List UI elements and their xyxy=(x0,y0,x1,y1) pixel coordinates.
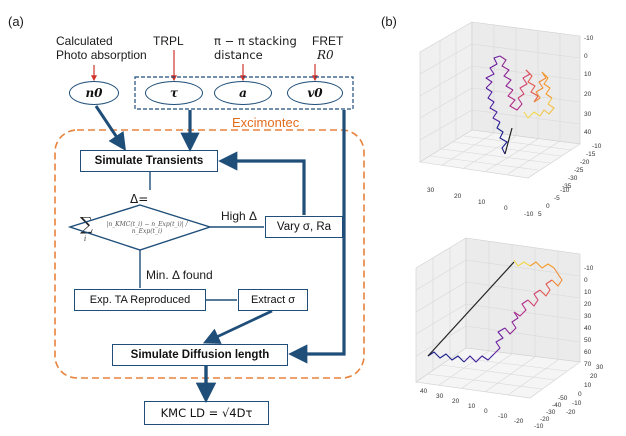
top-tick-r4: 30 xyxy=(584,111,592,118)
bottom-left-ticks: 40 30 20 10 0 -10 -20 xyxy=(420,388,524,425)
top-tick-d4: -15 xyxy=(586,151,596,158)
top-3d-plot: -10 0 10 20 30 40 -35 -30 -25 -20 -15 -1… xyxy=(419,21,602,218)
bottom-tick-d4: 20 xyxy=(590,373,598,380)
bottom-tick-l3: 10 xyxy=(468,403,476,410)
top-tick-d3: -20 xyxy=(580,159,590,166)
excimontec-label: Excimontec xyxy=(232,115,300,130)
top-trajectory xyxy=(485,55,555,155)
top-tick-f1: 0 xyxy=(546,203,550,210)
bottom-left-pane xyxy=(415,237,467,383)
top-left-pane xyxy=(419,21,473,163)
bottom-depth-ticks: -20 -10 0 10 20 30 xyxy=(566,364,604,416)
bottom-tick-l1: 30 xyxy=(436,393,444,400)
extract-sigma-box: Extract σ xyxy=(238,289,308,311)
photo-absorption-label: Calculated Photo absorption xyxy=(56,34,147,62)
top-tick-r5: 40 xyxy=(584,129,592,136)
panel-a-label: (a) xyxy=(8,14,24,29)
top-floor-pane xyxy=(419,129,581,179)
top-tick-d1: -30 xyxy=(568,175,578,182)
kmc-result-text: KMC LD = √4Dτ xyxy=(160,406,253,420)
fret-label: FRET xyxy=(312,34,344,48)
stacking-distance-label: π − π stacking distance xyxy=(214,34,297,62)
bottom-tick-f4: -50 xyxy=(558,395,568,402)
bottom-tick-f0: -10 xyxy=(534,423,544,430)
bottom-front-ticks: -10 -20 -30 -40 -50 xyxy=(534,395,568,430)
top-tick-f0: 5 xyxy=(538,211,542,218)
bottom-grid xyxy=(415,241,581,396)
bottom-tick-d5: 30 xyxy=(596,364,604,371)
delta-equals: Δ= xyxy=(130,192,149,206)
oval-tau: τ xyxy=(145,81,203,105)
arrow-extract-to-diffusion xyxy=(202,309,273,344)
top-tick-l0: 30 xyxy=(427,187,435,194)
bottom-tick-d3: 10 xyxy=(584,382,592,389)
bottom-tick-d1: -10 xyxy=(572,400,582,407)
top-tick-l3: 0 xyxy=(504,205,508,212)
top-tick-r3: 20 xyxy=(584,91,592,98)
bottom-tick-f2: -30 xyxy=(546,409,556,416)
bottom-tick-d0: -20 xyxy=(566,409,576,416)
oval-v0: v0 xyxy=(287,81,343,105)
bottom-tick-f3: -40 xyxy=(552,402,562,409)
sum-index: i xyxy=(84,235,87,243)
trpl-label: TRPL xyxy=(153,34,184,48)
exp-ta-box: Exp. TA Reproduced xyxy=(74,289,206,311)
bottom-tick-l6: -20 xyxy=(514,418,524,425)
top-tick-d5: -10 xyxy=(592,143,602,150)
arrow-n0-to-transients xyxy=(94,105,126,151)
bottom-tick-f1: -20 xyxy=(540,416,550,423)
bottom-tick-r2: 10 xyxy=(584,289,592,296)
top-tick-r1: 0 xyxy=(584,53,588,60)
top-tick-l2: 10 xyxy=(478,199,486,206)
oval-n0: n0 xyxy=(69,81,119,105)
top-left-ticks: 30 20 10 0 -10 xyxy=(427,187,534,218)
bottom-3d-plot: -10 0 10 20 30 40 50 60 70 -20 -10 0 10 … xyxy=(415,237,604,430)
bottom-tick-r5: 40 xyxy=(584,325,592,332)
top-depth-ticks: -35 -30 -25 -20 -15 -10 xyxy=(562,143,602,190)
top-front-ticks: 5 0 -5 -10 xyxy=(538,187,570,218)
bottom-trajectory xyxy=(427,259,563,363)
top-tick-f3: -10 xyxy=(560,187,570,194)
simulate-transients-box: Simulate Transients xyxy=(80,150,218,172)
bottom-tick-l5: -10 xyxy=(498,413,508,420)
bottom-tick-r6: 50 xyxy=(584,337,592,344)
bottom-tick-l2: 20 xyxy=(452,398,460,405)
panel-b-label: (b) xyxy=(381,14,397,29)
top-back-pane xyxy=(471,21,581,145)
kmc-result-box: KMC LD = √4Dτ xyxy=(144,401,269,425)
top-tick-d0: -35 xyxy=(562,183,572,190)
bottom-tick-l0: 40 xyxy=(420,388,428,395)
bottom-back-pane xyxy=(465,237,581,363)
bottom-tick-r4: 30 xyxy=(584,313,592,320)
top-tick-r0: -10 xyxy=(584,35,594,42)
bottom-tick-r8: 70 xyxy=(584,361,592,368)
sum-symbol: ∑ xyxy=(80,214,93,235)
vary-sigma-box: Vary σ, Ra xyxy=(265,216,343,238)
bottom-tick-r0: -10 xyxy=(584,265,594,272)
fret-r0-label: R0 xyxy=(317,48,334,62)
bottom-right-ticks: -10 0 10 20 30 40 50 60 70 xyxy=(584,265,594,368)
oval-a: a xyxy=(214,81,272,105)
bottom-tick-r7: 60 xyxy=(584,349,592,356)
top-grid xyxy=(419,25,581,175)
bottom-tick-r3: 20 xyxy=(584,301,592,308)
min-delta-label: Min. Δ found xyxy=(146,268,213,282)
top-tick-f2: -5 xyxy=(554,195,560,202)
top-tick-l4: -10 xyxy=(524,211,534,218)
bottom-tick-d2: 0 xyxy=(578,391,582,398)
top-right-ticks: -10 0 10 20 30 40 xyxy=(584,35,594,136)
high-delta-label: High Δ xyxy=(221,209,258,223)
bottom-tick-r1: 0 xyxy=(584,277,588,284)
arrow-vary-to-transients xyxy=(218,151,306,215)
top-tick-l1: 20 xyxy=(454,193,462,200)
delta-formula: |n_KMC(t_i) − n_Exp(t_i)| / n_Exp(t_i) xyxy=(106,221,188,235)
top-tick-r2: 10 xyxy=(584,71,592,78)
bottom-tick-l4: 0 xyxy=(484,408,488,415)
bottom-floor-pane xyxy=(415,347,581,399)
simulate-diffusion-box: Simulate Diffusion length xyxy=(112,344,288,366)
top-tick-d2: -25 xyxy=(574,167,584,174)
fret-r0-text: R0 xyxy=(317,48,334,62)
